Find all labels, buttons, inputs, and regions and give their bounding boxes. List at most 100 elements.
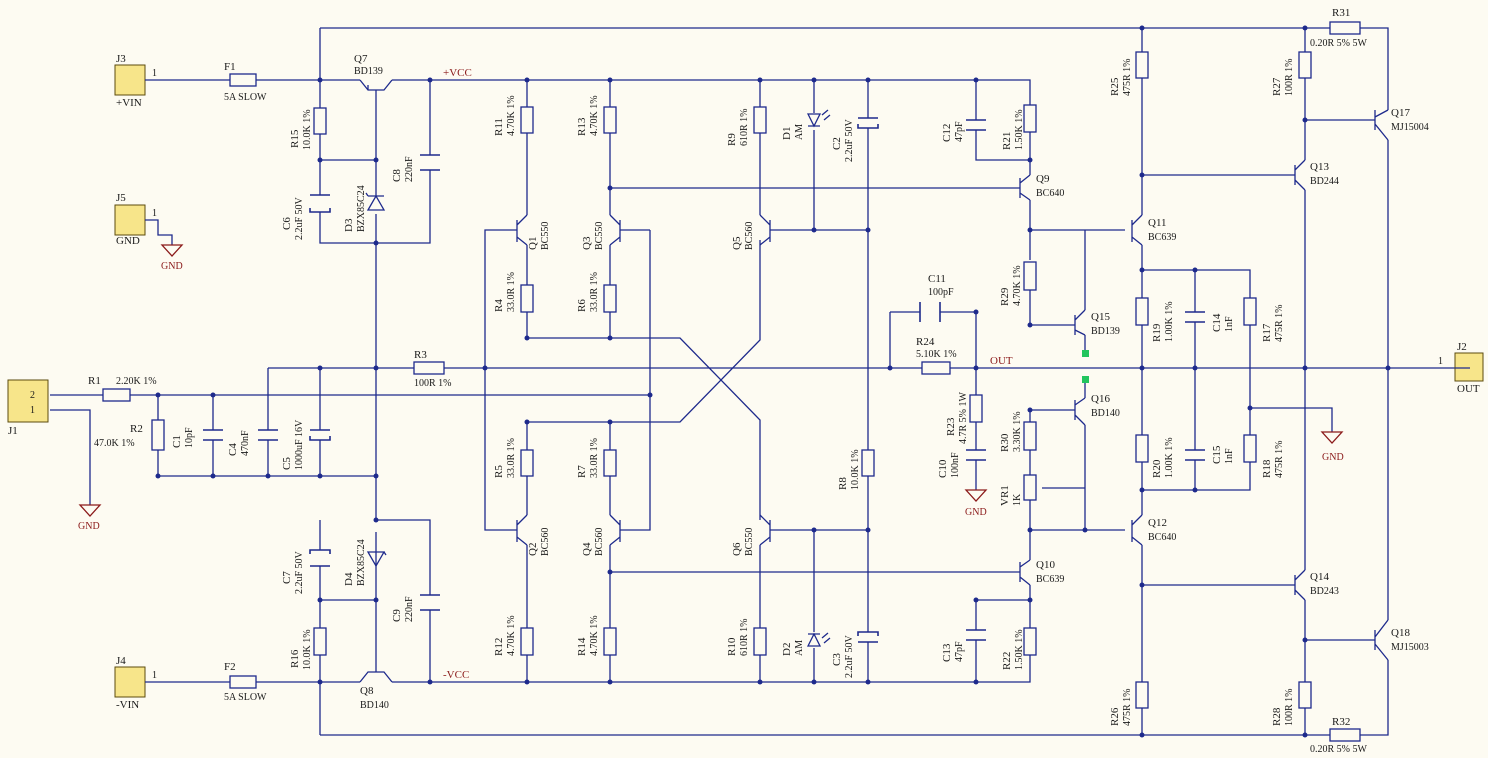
- q2-ref: Q2: [527, 543, 539, 556]
- q16-ref: Q16: [1091, 393, 1110, 405]
- r2-ref: R2: [130, 423, 143, 435]
- q15-ref: Q15: [1091, 311, 1110, 323]
- q5-ref: Q5: [731, 236, 743, 250]
- r6-ref: R6: [576, 299, 588, 312]
- q17-value: MJ15004: [1391, 122, 1429, 133]
- r15-ref: R15: [289, 129, 301, 148]
- r8-value: 10.0K 1%: [850, 449, 861, 490]
- f1-value: 5A SLOW: [224, 92, 267, 103]
- d3-value: BZX85C24: [356, 185, 367, 232]
- r12-ref: R12: [493, 638, 505, 656]
- r18-ref: R18: [1261, 459, 1273, 478]
- r28-value: 100R 1%: [1284, 689, 1295, 727]
- r19-ref: R19: [1151, 323, 1163, 342]
- transistor-bodies: [359, 79, 1389, 683]
- j1-pin-1: 1: [30, 405, 35, 416]
- r17-value: 475R 1%: [1274, 305, 1285, 343]
- q3-ref: Q3: [581, 236, 593, 250]
- r13-ref: R13: [576, 117, 588, 136]
- c4-ref: C4: [227, 443, 239, 456]
- q16-value: BD140: [1091, 408, 1120, 419]
- c15-ref: C15: [1211, 445, 1223, 464]
- c9-ref: C9: [391, 609, 403, 622]
- net-vcc: +VCC: [443, 67, 472, 79]
- r27-value: 100R 1%: [1284, 59, 1295, 97]
- c9-value: 220nF: [404, 596, 415, 622]
- c5-ref: C5: [281, 457, 293, 470]
- q10-value: BC639: [1036, 574, 1064, 585]
- c7-ref: C7: [281, 571, 293, 584]
- j3-label: +VIN: [116, 97, 142, 109]
- r1-ref: R1: [88, 375, 101, 387]
- q5-value: BC560: [744, 222, 755, 250]
- r24-value: 5.10K 1%: [916, 349, 957, 360]
- c10-ref: C10: [937, 459, 949, 478]
- r4-value: 33.0R 1%: [506, 272, 517, 312]
- r11-ref: R11: [493, 118, 505, 136]
- c7-value: 2.2uF 50V: [294, 550, 305, 594]
- r29-ref: R29: [999, 287, 1011, 306]
- c13-ref: C13: [941, 643, 953, 662]
- c10-value: 100nF: [950, 452, 961, 478]
- j4-ref: J4: [116, 655, 126, 667]
- r20-ref: R20: [1151, 459, 1163, 478]
- j5-label: GND: [116, 235, 140, 247]
- c4-value: 470nF: [240, 430, 251, 456]
- q6-ref: Q6: [731, 542, 743, 556]
- c11-value: 100pF: [928, 287, 954, 298]
- q11-ref: Q11: [1148, 217, 1167, 229]
- c12-ref: C12: [941, 124, 953, 142]
- c5-value: 1000uF 16V: [294, 419, 305, 470]
- r15-value: 10.0K 1%: [302, 109, 313, 150]
- r22-ref: R22: [1001, 652, 1013, 670]
- r23-ref: R23: [945, 417, 957, 436]
- r14-value: 4.70K 1%: [589, 615, 600, 656]
- j5-ref: J5: [116, 192, 126, 204]
- r7-value: 33.0R 1%: [589, 438, 600, 478]
- vr1-value: 1K: [1012, 493, 1023, 506]
- net-out: OUT: [990, 355, 1013, 367]
- q13-ref: Q13: [1310, 161, 1329, 173]
- r20-value: 1.00K 1%: [1164, 437, 1175, 478]
- labels: +VCC -VCC OUT GND GND GND GND J3 1 +VIN …: [8, 7, 1480, 755]
- j4-pin: 1: [152, 670, 157, 681]
- q4-ref: Q4: [581, 542, 593, 556]
- r16-ref: R16: [289, 649, 301, 668]
- c13-value: 47pF: [954, 641, 965, 662]
- r10-value: 610R 1%: [739, 619, 750, 657]
- q7-value: BD139: [354, 66, 383, 77]
- connector-bodies: [7, 64, 1484, 698]
- r3-value: 100R 1%: [414, 378, 452, 389]
- r4-ref: R4: [493, 299, 505, 312]
- q9-ref: Q9: [1036, 173, 1050, 185]
- r27-ref: R27: [1271, 77, 1283, 96]
- r13-value: 4.70K 1%: [589, 95, 600, 136]
- q15-value: BD139: [1091, 326, 1120, 337]
- r5-ref: R5: [493, 465, 505, 478]
- resistor-bodies: [102, 21, 1361, 742]
- j4-label: -VIN: [116, 699, 139, 711]
- q8-value: BD140: [360, 700, 389, 711]
- r25-ref: R25: [1109, 77, 1121, 96]
- r21-value: 1.50K 1%: [1014, 109, 1025, 150]
- r7-ref: R7: [576, 465, 588, 478]
- gnd-label-2: GND: [78, 521, 100, 532]
- connector-stubs: [145, 79, 1470, 683]
- r3-ref: R3: [414, 349, 427, 361]
- gnd-label-1: GND: [161, 261, 183, 272]
- j2-ref: J2: [1457, 341, 1467, 353]
- d1-value: AM: [794, 124, 805, 140]
- r21-ref: R21: [1001, 132, 1013, 150]
- d2-ref: D2: [781, 643, 793, 656]
- r12-value: 4.70K 1%: [506, 615, 517, 656]
- d2-value: AM: [794, 640, 805, 656]
- q18-ref: Q18: [1391, 627, 1410, 639]
- q13-value: BD244: [1310, 176, 1339, 187]
- j2-label: OUT: [1457, 383, 1480, 395]
- c2-value: 2.2uF 50V: [844, 118, 855, 162]
- junctions: [155, 25, 1391, 738]
- f2-value: 5A SLOW: [224, 692, 267, 703]
- c11-ref: C11: [928, 273, 946, 285]
- r24-ref: R24: [916, 336, 935, 348]
- q1-value: BC550: [540, 222, 551, 250]
